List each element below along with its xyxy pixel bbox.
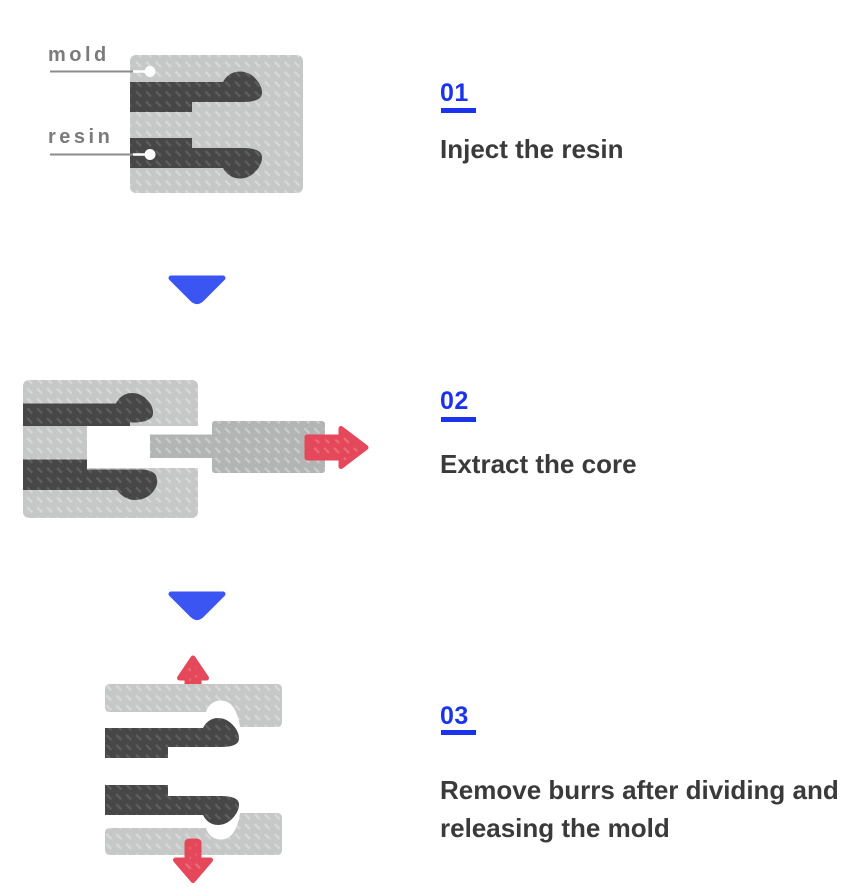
resin-bottom-piece	[23, 459, 158, 500]
resin-bottom-piece	[130, 138, 263, 179]
mold-leader-dot	[144, 66, 156, 77]
step2-number: 02	[440, 387, 469, 415]
mold-block	[130, 55, 303, 193]
core-block	[212, 421, 325, 473]
molded-top-part	[105, 718, 240, 758]
release-down-arrow-icon	[173, 838, 213, 883]
mold-upper-half	[105, 684, 282, 727]
resin-leader-dot	[144, 149, 156, 160]
step1-number: 01	[440, 79, 469, 107]
step1-illustration	[50, 55, 303, 193]
step3-underline	[441, 730, 476, 735]
extract-right-arrow-icon	[304, 426, 369, 469]
step3-illustration	[105, 655, 282, 883]
mold-lower-half	[105, 813, 282, 855]
down-triangle-icon	[171, 278, 223, 302]
step2-underline	[441, 417, 476, 422]
step1-underline	[441, 108, 476, 113]
step3-title: Remove burrs after dividing and releasin…	[440, 775, 839, 843]
step2-illustration	[23, 380, 369, 518]
resin-top-piece	[130, 71, 263, 112]
core-pin	[150, 434, 213, 458]
step3-number: 03	[440, 702, 469, 730]
resin-top-piece	[23, 393, 154, 426]
down-triangle-icon	[171, 594, 223, 618]
step2-title: Extract the core	[440, 449, 637, 479]
resin-label: resin	[48, 126, 114, 148]
molded-bottom-part	[105, 785, 240, 825]
mold-label: mold	[48, 44, 110, 66]
step1-title: Inject the resin	[440, 134, 624, 164]
